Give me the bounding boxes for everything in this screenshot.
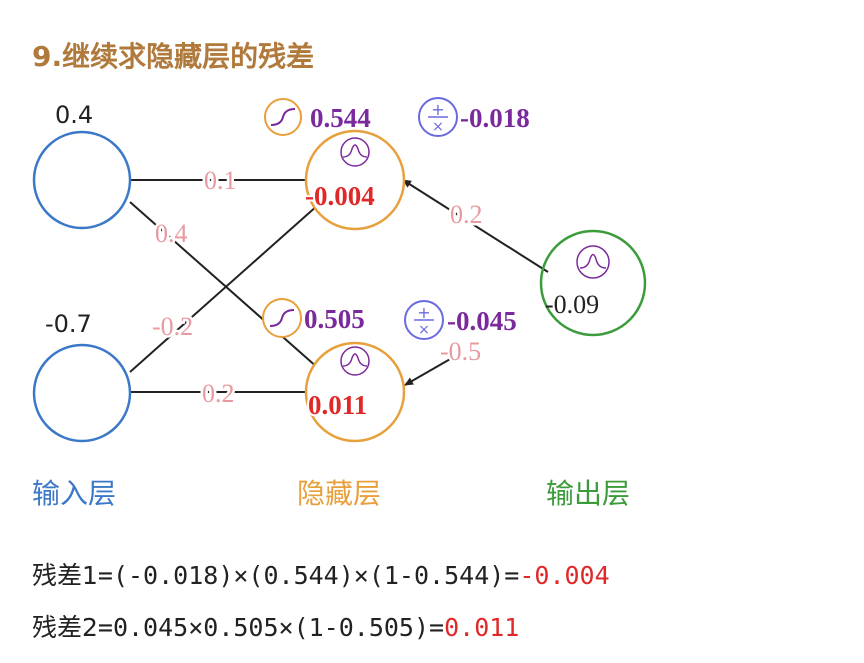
formula-residual-1: 残差1=(-0.018)×(0.544)×(1-0.544)=-0.004 — [32, 556, 610, 592]
sigmoid-curve-icon — [264, 98, 302, 136]
input-layer-label: 输入层 — [32, 477, 116, 510]
formula-label: 残差1 — [32, 561, 98, 590]
svg-text:×: × — [432, 119, 444, 135]
weight-in1-h2: 0.4 — [155, 219, 188, 248]
svg-text:×: × — [418, 322, 430, 338]
hidden-activation-2: 0.505 — [304, 304, 365, 334]
input-node-1 — [32, 130, 132, 230]
bell-curve-icon — [576, 245, 610, 279]
hidden-residual-1: -0.004 — [305, 181, 375, 211]
hidden-layer-label: 隐藏层 — [297, 477, 381, 510]
formula-result: -0.004 — [519, 561, 610, 590]
output-node — [539, 229, 647, 337]
svg-text:+: + — [431, 100, 444, 119]
weight-h2-out: -0.5 — [440, 337, 481, 366]
hidden-node-2 — [304, 341, 406, 443]
hidden-residual-2: 0.011 — [308, 390, 367, 420]
output-layer-label: 输出层 — [546, 477, 630, 510]
weight-in2-h2: 0.2 — [202, 379, 235, 408]
edge-in2-h1 — [129, 204, 319, 373]
arrow-out-h1 — [402, 179, 549, 273]
formula-expression: =(-0.018)×(0.544)×(1-0.544)= — [97, 561, 520, 590]
plus-times-icon: + × — [404, 300, 444, 340]
arrow-out-h2 — [404, 357, 453, 386]
input-value-2: -0.7 — [45, 310, 92, 338]
formula-result: 0.011 — [444, 613, 520, 642]
bell-curve-icon — [340, 137, 370, 167]
hidden-node-1 — [304, 129, 406, 231]
sigmoid-curve-icon — [262, 298, 302, 338]
weight-in1-h1: 0.1 — [204, 166, 237, 195]
formula-expression: =0.045×0.505×(1-0.505)= — [97, 613, 445, 642]
input-value-1: 0.4 — [55, 101, 93, 129]
input-node-2 — [32, 343, 132, 443]
svg-text:+: + — [417, 303, 430, 322]
hidden-activation-1: 0.544 — [310, 103, 371, 133]
hidden-derivative-2: -0.045 — [447, 306, 517, 336]
weight-in2-h1: -0.2 — [152, 312, 193, 341]
page-title: 9.继续求隐藏层的残差 — [32, 40, 314, 73]
plus-times-icon: + × — [418, 97, 458, 137]
weight-h1-out: 0.2 — [450, 200, 483, 229]
hidden-derivative-1: -0.018 — [460, 103, 530, 133]
output-residual: -0.09 — [545, 290, 599, 319]
bell-curve-icon — [340, 346, 370, 376]
formula-residual-2: 残差2=0.045×0.505×(1-0.505)=0.011 — [32, 608, 519, 644]
edge-in1-h2 — [129, 201, 319, 369]
formula-label: 残差2 — [32, 613, 98, 642]
